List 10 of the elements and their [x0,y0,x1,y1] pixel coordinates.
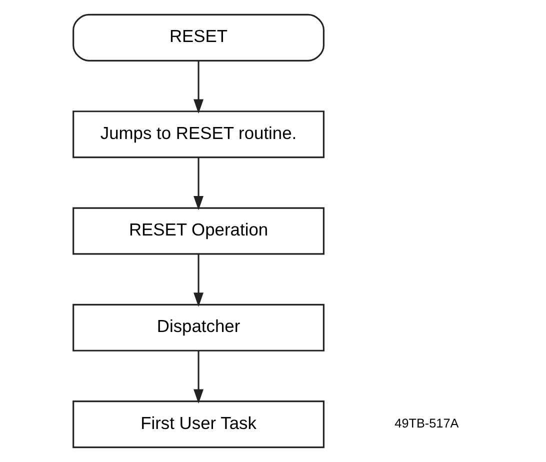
arrow [194,350,204,404]
node-box: Dispatcher [72,304,324,352]
node-box: RESET Operation [72,207,324,255]
label: 49TB-517A [394,416,459,430]
arrow [194,254,204,307]
arrow [194,60,204,114]
arrow [194,158,204,210]
node-box: First User Task [72,400,324,448]
node-box: Jumps to RESET routine. [72,110,324,158]
node-box: RESET [72,14,324,62]
